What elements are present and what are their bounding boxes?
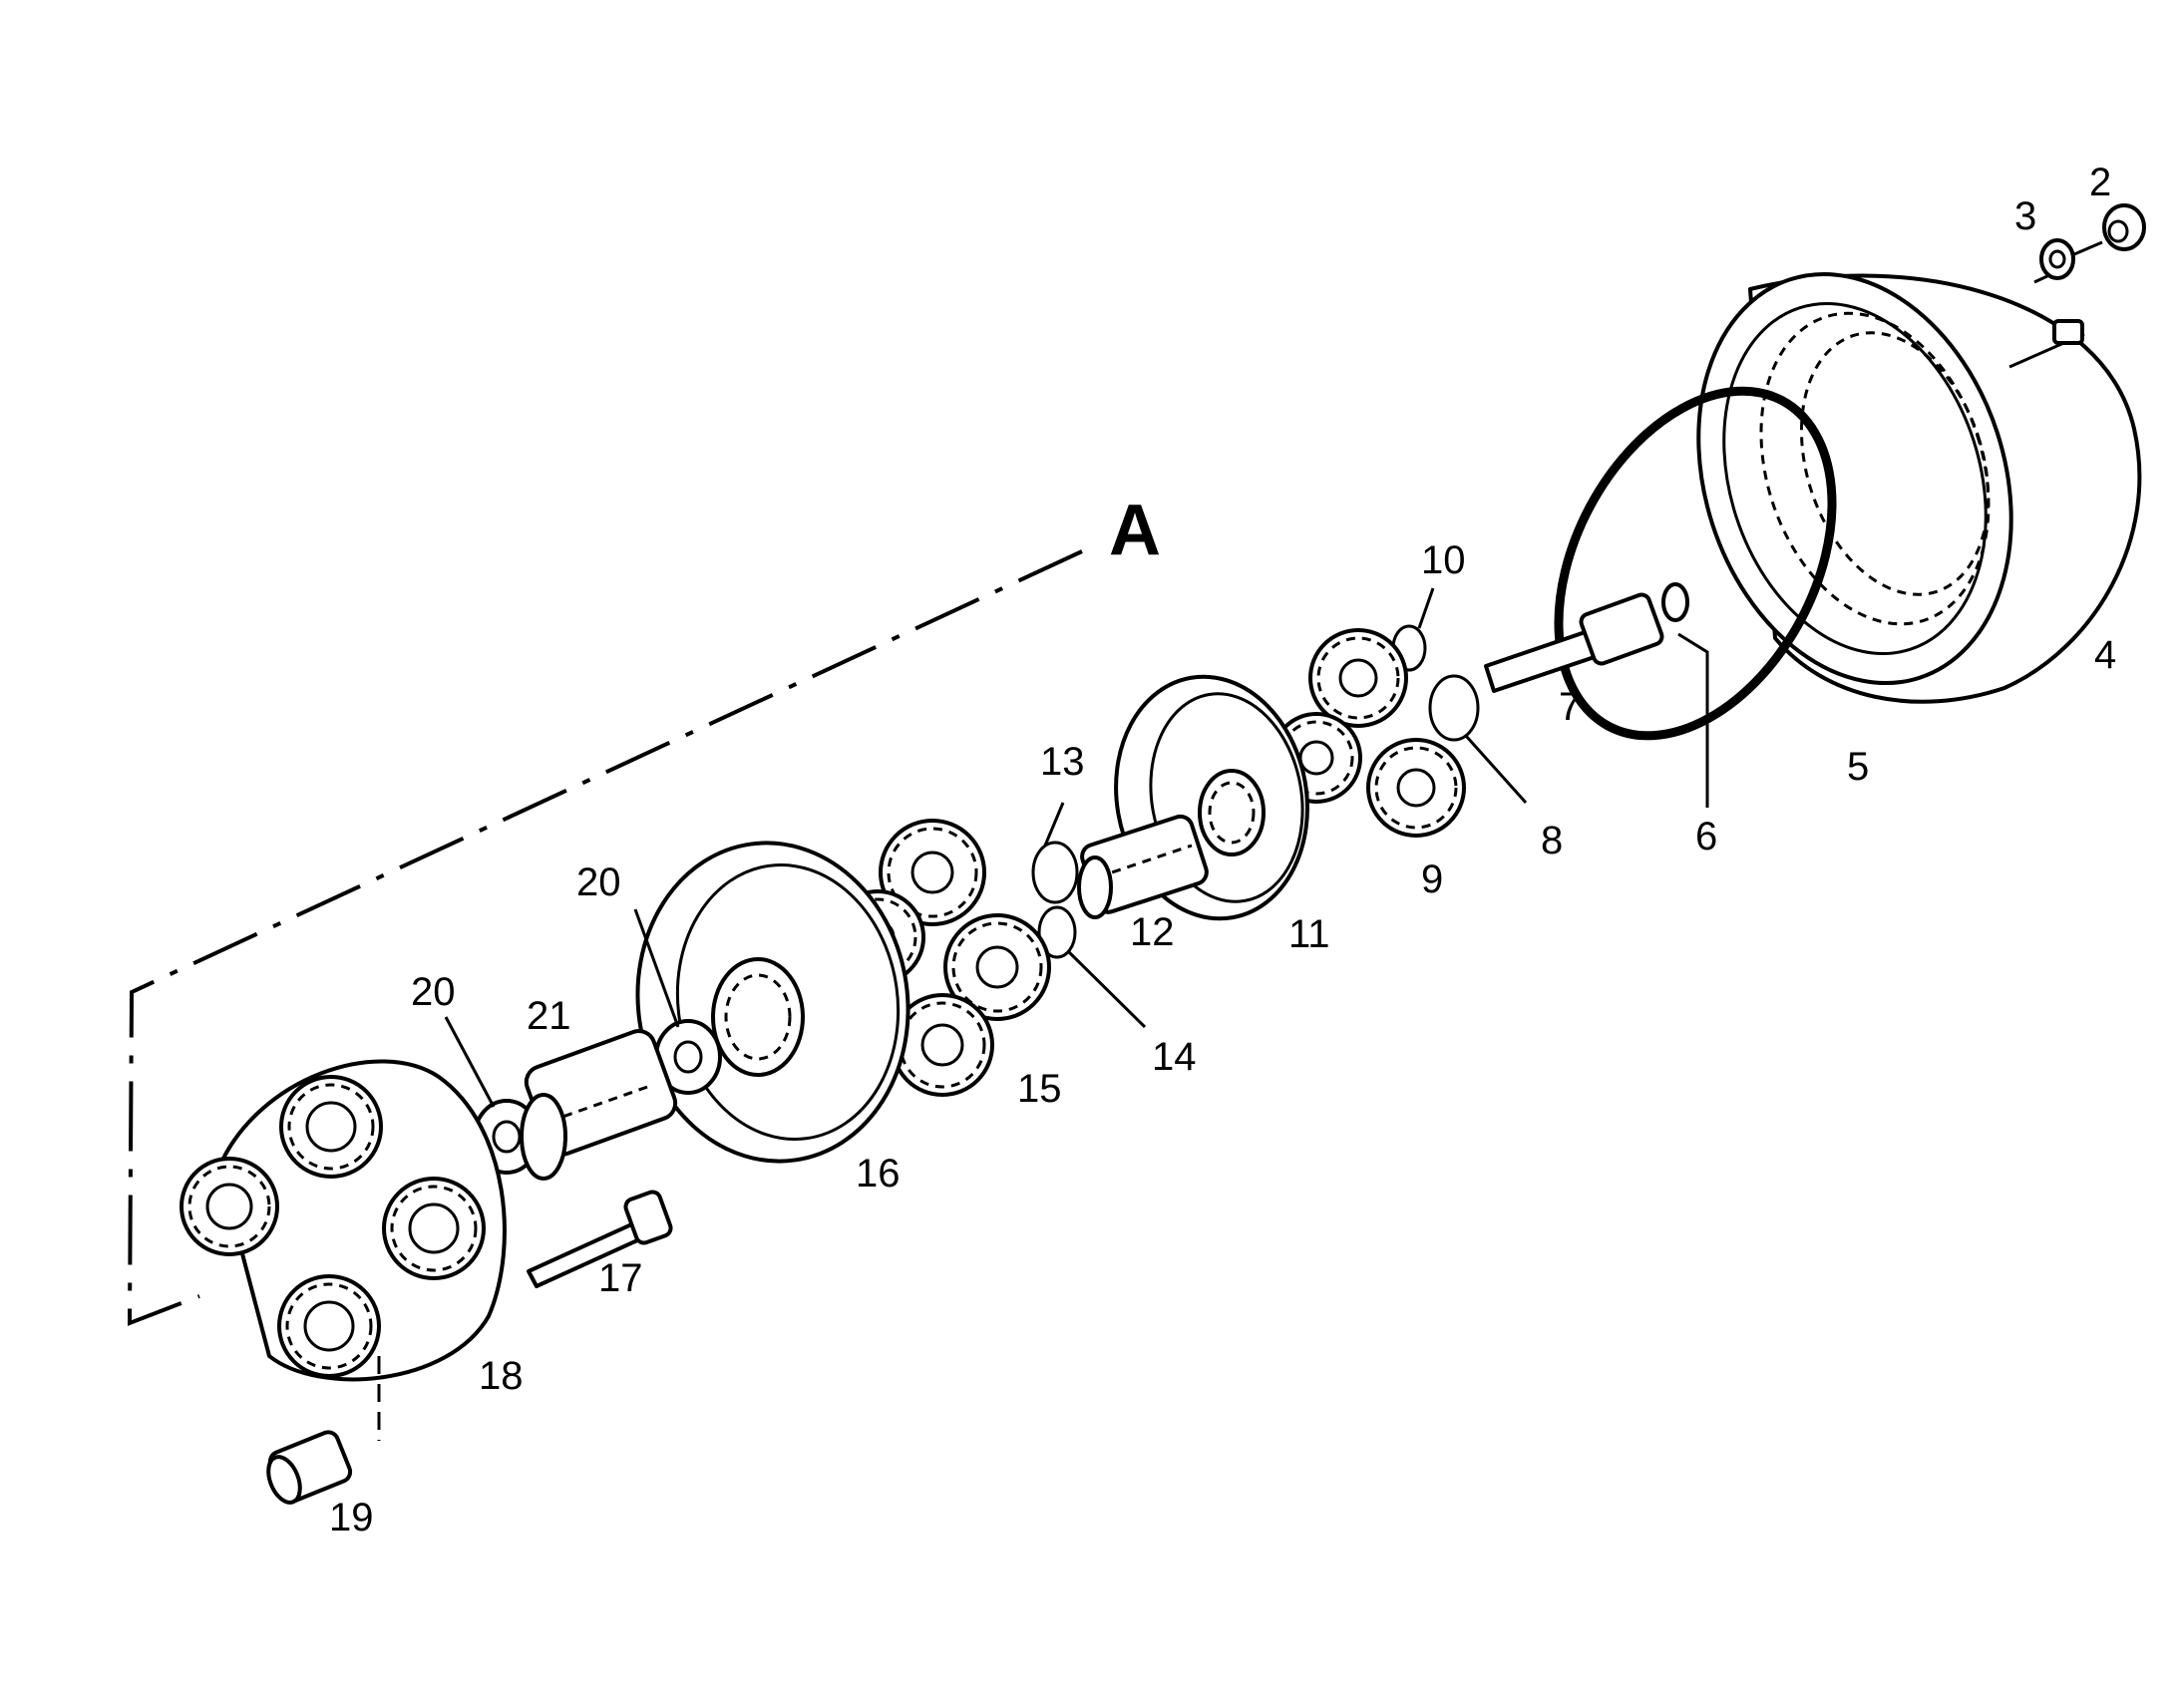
part-12-sun-gear (1077, 814, 1209, 919)
callout-10: 10 (1421, 538, 1466, 582)
callout-2: 2 (2089, 161, 2111, 204)
part-15-planet-gear-right (943, 913, 1051, 1021)
part-17-bolt (527, 1190, 673, 1288)
part-8-snap-ring (1428, 674, 1480, 742)
part-7-input-shaft (1484, 582, 1689, 693)
callout-6: 6 (1695, 815, 1717, 858)
callout-20-lower: 20 (411, 970, 456, 1014)
part-14-snap-ring (1037, 905, 1077, 959)
part-15-planet-gear-top (879, 819, 986, 926)
callout-7: 7 (1559, 685, 1581, 729)
callout-5: 5 (1847, 745, 1869, 789)
callout-15: 15 (1017, 1067, 1062, 1111)
callout-8: 8 (1541, 819, 1563, 862)
view-a-bracket (127, 549, 1083, 1326)
part-5-o-ring (1554, 386, 1837, 741)
part-13-snap-ring (1031, 841, 1079, 904)
callout-9: 9 (1421, 857, 1443, 901)
part-4-ring-gear-housing (1696, 271, 2142, 704)
part-3-washer (2039, 238, 2075, 280)
callout-19: 19 (329, 1496, 374, 1539)
part-18-output-hub (180, 1059, 507, 1382)
part-15-planet-gear-bottom (891, 993, 994, 1097)
callout-13: 13 (1040, 740, 1085, 784)
part-9-planet-gear-upper (1308, 628, 1408, 728)
part-19-pin (266, 1430, 353, 1505)
callout-20-upper: 20 (576, 860, 621, 904)
callout-18: 18 (479, 1354, 524, 1398)
callout-12: 12 (1130, 910, 1175, 954)
callout-14: 14 (1152, 1035, 1197, 1079)
callout-21: 21 (527, 994, 571, 1038)
callout-16: 16 (856, 1152, 901, 1196)
part-21-sun-gear (520, 1029, 678, 1181)
view-label: A (1109, 491, 1161, 570)
part-2-plug (2102, 203, 2146, 251)
callout-11: 11 (1288, 912, 1330, 956)
callout-17: 17 (598, 1256, 643, 1300)
callout-3: 3 (2014, 194, 2036, 238)
part-9-planet-gear-lower (1366, 738, 1466, 838)
callout-4: 4 (2094, 633, 2116, 677)
